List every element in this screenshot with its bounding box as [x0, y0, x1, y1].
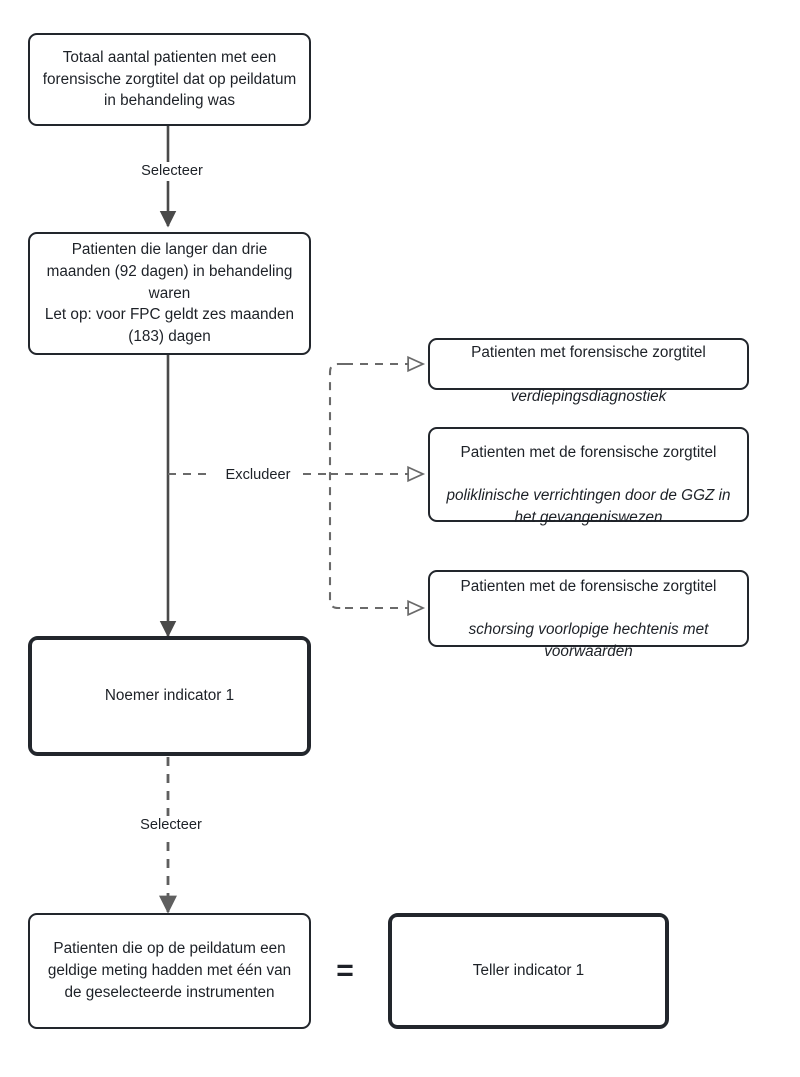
edge-label-excludeer-text: Excludeer	[225, 467, 291, 483]
node-total-patients-label: Totaal aantal patienten met een forensis…	[42, 48, 297, 110]
node-exclude-2-label-italic: poliklinische verrichtingen door de GGZ …	[446, 487, 731, 527]
node-exclude-verdiepingsdiagnostiek[interactable]: Patienten met forensische zorgtitel verd…	[428, 338, 749, 405]
node-exclude-schorsing-voorlopige-hechtenis[interactable]: Patienten met de forensische zorgtitel s…	[428, 570, 749, 660]
node-valid-measurement[interactable]: Patienten die op de peildatum een geldig…	[28, 913, 311, 1029]
node-total-patients[interactable]: Totaal aantal patienten met een forensis…	[28, 33, 311, 126]
edge-excludeer-spine	[328, 362, 345, 610]
node-exclude-poliklinische-verrichtingen[interactable]: Patienten met de forensische zorgtitel p…	[428, 427, 749, 526]
node-exclude-1-label-italic: verdiepingsdiagnostiek	[510, 387, 667, 405]
node-noemer-indicator-1-inner: Noemer indicator 1	[30, 638, 309, 754]
node-teller-indicator-1-label: Teller indicator 1	[472, 962, 585, 980]
node-exclude-3-label-plain: Patienten met de forensische zorgtitel	[460, 577, 717, 595]
equals-operator: =	[326, 956, 364, 986]
edge-label-excludeer: Excludeer	[213, 466, 303, 485]
node-noemer-indicator-1[interactable]: Noemer indicator 1	[28, 636, 311, 756]
edge-label-selecteer-bottom-text: Selecteer	[140, 817, 202, 833]
node-teller-indicator-1[interactable]: Teller indicator 1	[388, 913, 669, 1029]
node-exclude-3-label-italic: schorsing voorlopige hechtenis met voorw…	[468, 621, 709, 661]
equals-operator-text: =	[336, 954, 354, 987]
node-valid-measurement-label: Patienten die op de peildatum een geldig…	[47, 940, 292, 1001]
node-longer-than-three-months[interactable]: Patienten die langer dan drie maanden (9…	[28, 232, 311, 355]
node-teller-indicator-1-inner: Teller indicator 1	[390, 915, 667, 1027]
node-noemer-indicator-1-label: Noemer indicator 1	[104, 687, 235, 705]
edge-label-selecteer-top: Selecteer	[128, 162, 216, 181]
edge-label-selecteer-top-text: Selecteer	[141, 163, 203, 179]
edge-label-selecteer-bottom: Selecteer	[124, 816, 218, 835]
node-exclude-2-label-plain: Patienten met de forensische zorgtitel	[460, 443, 717, 461]
node-longer-than-three-months-label: Patienten die langer dan drie maanden (9…	[44, 241, 295, 346]
node-exclude-1-label-plain: Patienten met forensische zorgtitel	[471, 344, 706, 362]
